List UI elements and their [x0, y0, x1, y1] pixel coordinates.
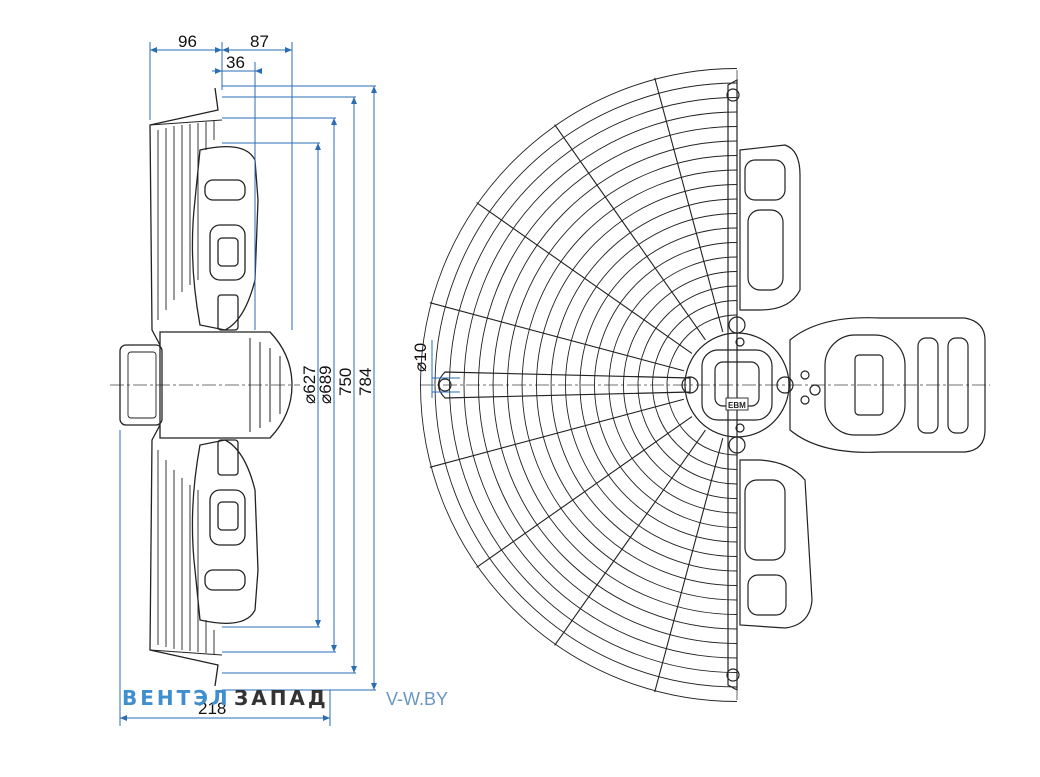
watermark-url: V-W.BY — [386, 689, 448, 709]
side-view-dimensions — [119, 42, 376, 726]
blade-upper — [191, 146, 259, 331]
hub-plate — [701, 349, 773, 421]
motor-body — [159, 331, 293, 439]
motor-fins — [249, 338, 281, 432]
guard-spoke — [554, 429, 706, 646]
guard-spoke — [654, 437, 724, 693]
guard-ring — [652, 300, 738, 470]
guard-spoke — [654, 77, 724, 333]
guard-ring — [637, 285, 738, 485]
guard-spoke — [554, 124, 706, 341]
watermark-part1: ВЕНТЭЛ — [122, 686, 231, 710]
guard-ring — [434, 82, 738, 688]
front-view — [420, 68, 990, 702]
guard-ring — [463, 111, 738, 659]
blade-bottom — [739, 459, 813, 629]
guard-ring — [608, 256, 738, 514]
dim-627: ⌀627 — [300, 365, 319, 404]
guard-wires — [157, 121, 215, 654]
dim-10: ⌀10 — [411, 343, 430, 372]
guard-ring — [507, 155, 738, 615]
blade-lower — [191, 439, 259, 624]
label-plate-text: EBM — [728, 401, 746, 410]
arrowheads — [120, 47, 377, 721]
guard-ring — [666, 314, 738, 456]
dim-689: ⌀689 — [316, 365, 335, 404]
guard-ring — [623, 271, 738, 499]
side-view — [110, 87, 300, 687]
guard-spoke — [429, 398, 685, 468]
guard-ring — [565, 213, 738, 557]
dim-87: 87 — [250, 32, 269, 51]
guard-spoke — [476, 202, 693, 354]
mounting-arm — [437, 371, 691, 399]
dim-96: 96 — [178, 32, 197, 51]
guard-ring — [594, 242, 738, 528]
guard-ring — [449, 97, 738, 673]
dim-750: 750 — [336, 368, 355, 396]
blade-top — [739, 144, 801, 311]
blade-right — [789, 317, 986, 453]
dim-218: 218 — [198, 699, 226, 718]
guard-ring — [536, 184, 738, 586]
dim-784: 784 — [356, 368, 375, 396]
guard-ring — [579, 227, 738, 543]
dim-36: 36 — [226, 53, 245, 72]
guard-spoke — [429, 302, 685, 372]
guard-ring — [521, 169, 738, 601]
terminal-box — [119, 344, 163, 426]
watermark-part2: ЗАПАД — [234, 686, 329, 710]
guard-spoke — [476, 416, 693, 568]
mounting-rail — [727, 78, 738, 692]
label-plate — [725, 397, 749, 411]
guard-rings — [420, 68, 738, 702]
guard-ring — [550, 198, 738, 572]
guard-ring — [492, 140, 738, 630]
dim-10-lines — [431, 340, 460, 398]
guard-ring — [478, 126, 738, 644]
guard-spokes — [429, 77, 724, 693]
guard-ring — [420, 68, 738, 702]
